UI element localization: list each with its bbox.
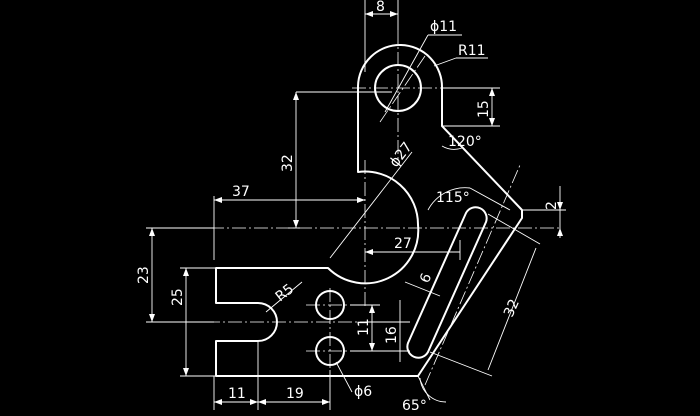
part-outline bbox=[215, 44, 523, 377]
dim-r5-label: R5 bbox=[273, 281, 298, 305]
arrowheads bbox=[149, 11, 563, 405]
dim-120-label: 120° bbox=[448, 134, 482, 150]
dim-27-label: 27 bbox=[394, 236, 412, 252]
dim-phi11-label: ϕ11 bbox=[430, 19, 457, 35]
dim-37-label: 37 bbox=[232, 184, 250, 200]
dim-65-label: 65° bbox=[402, 398, 427, 414]
dim-11-horizontal-label: 11 bbox=[228, 386, 246, 402]
dim-16-label: 16 bbox=[384, 326, 400, 344]
dim-15-label: 15 bbox=[476, 100, 492, 118]
dim-23-label: 23 bbox=[136, 266, 152, 284]
dim-phi6-label: ϕ6 bbox=[354, 384, 372, 400]
dim-115-label: 115° bbox=[436, 190, 470, 206]
dim-8-label: 8 bbox=[376, 0, 385, 15]
dim-25-label: 25 bbox=[170, 288, 186, 306]
dim-11-vertical-label: 11 bbox=[356, 318, 372, 336]
dim-2-label: 2 bbox=[544, 201, 560, 210]
center-lines bbox=[188, 30, 562, 386]
small-hole-upper bbox=[315, 290, 345, 320]
dimension-lines bbox=[146, 0, 566, 410]
top-hole bbox=[374, 64, 422, 112]
small-hole-lower bbox=[315, 336, 345, 366]
dim-phi27-label: ϕ27 bbox=[387, 139, 416, 170]
dim-32-vertical-label: 32 bbox=[280, 154, 296, 172]
dim-32-slot-label: 32 bbox=[501, 297, 523, 320]
dim-19-label: 19 bbox=[286, 386, 304, 402]
dim-6-label: 6 bbox=[417, 271, 435, 286]
dim-r11-label: R11 bbox=[458, 43, 486, 59]
dimension-labels: 8 ϕ11 R11 15 120° 32 ϕ27 37 115° 2 27 23… bbox=[136, 0, 560, 414]
top-lug-outline bbox=[215, 44, 523, 377]
